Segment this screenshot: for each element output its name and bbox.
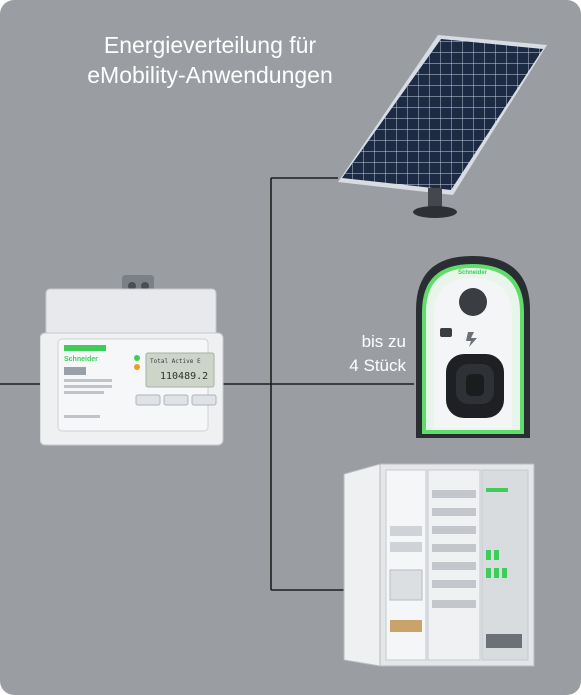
charger-brand: Schneider [458,270,488,276]
energy-meter: Schneider Total Active E 110489.2 [40,275,224,446]
charger-label-line-1: bis zu [361,332,406,351]
ev-charger: Schneider [416,256,530,438]
meter-button-2 [163,394,189,406]
meter-screen-value: 110489.2 [160,371,208,382]
meter-screen-title: Total Active E [150,358,201,365]
meter-button-3 [191,394,217,406]
meter-button-1 [135,394,161,406]
title-line-2: eMobility-Anwendungen [87,62,333,88]
charger-label-line-2: 4 Stück [349,356,406,375]
charger-quantity-label: bis zu 4 Stück [320,330,406,378]
title-line-1: Energieverteilung für [103,32,317,58]
diagram-title: Energieverteilung für eMobility-Anwendun… [40,30,380,90]
solar-panel [338,35,547,218]
distribution-cabinet [343,463,535,667]
meter-brand: Schneider [64,356,98,363]
